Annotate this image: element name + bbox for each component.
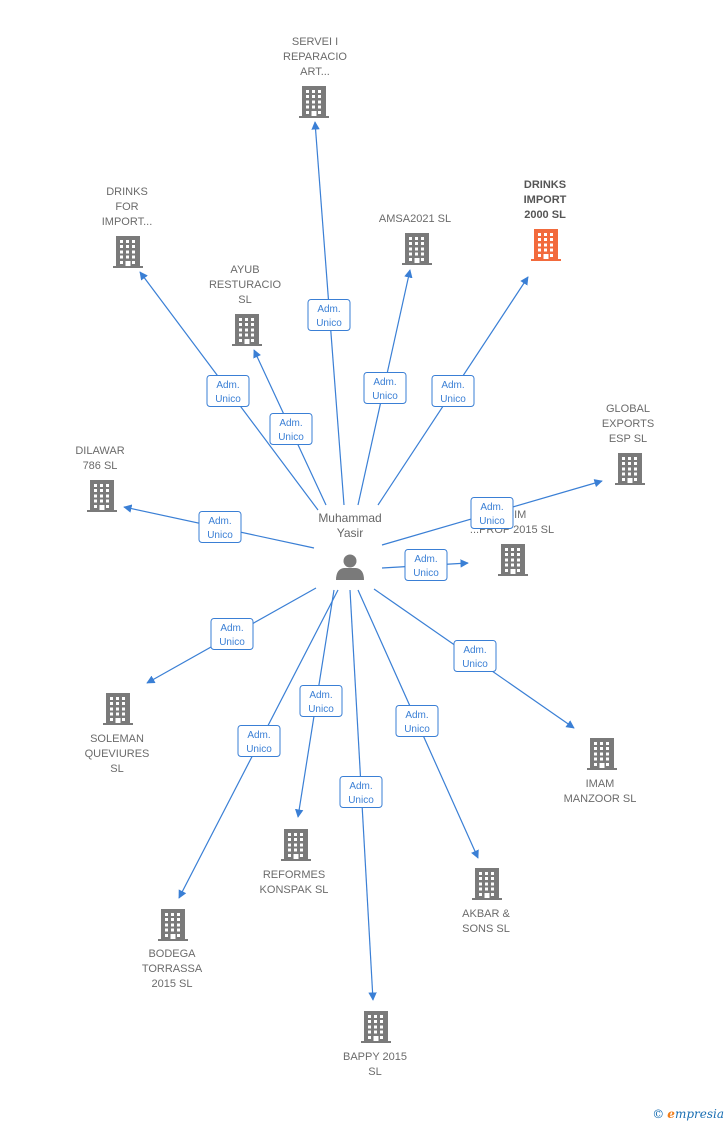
role-badge-servei[interactable]: Adm. Unico	[307, 299, 351, 331]
role-text: Adm.	[317, 304, 340, 315]
role-text: Unico	[440, 394, 466, 405]
role-text: Adm.	[220, 623, 243, 634]
building-icon[interactable]	[103, 693, 133, 725]
role-text: Unico	[413, 568, 439, 579]
role-text: Unico	[219, 637, 245, 648]
role-badge-soleman[interactable]: Adm. Unico	[210, 618, 254, 650]
role-text: Unico	[207, 530, 233, 541]
role-badge-drinks-for[interactable]: Adm. Unico	[206, 375, 250, 407]
role-badge-drinks-import[interactable]: Adm. Unico	[431, 375, 475, 407]
role-badge-dilawar[interactable]: Adm. Unico	[198, 511, 242, 543]
role-text: Adm.	[414, 554, 437, 565]
building-icon[interactable]	[281, 829, 311, 861]
building-icon[interactable]	[158, 909, 188, 941]
building-icon[interactable]	[299, 86, 329, 118]
roles-layer: Adm.UnicoAdm.UnicoAdm.UnicoAdm.UnicoAdm.…	[198, 299, 514, 808]
role-badge-global[interactable]: Adm. Unico	[470, 497, 514, 529]
role-badge-akbar[interactable]: Adm. Unico	[395, 705, 439, 737]
building-icon[interactable]	[587, 738, 617, 770]
building-icon[interactable]	[87, 480, 117, 512]
building-icon[interactable]	[232, 314, 262, 346]
role-text: Unico	[404, 724, 430, 735]
brand-name: mpresia	[674, 1107, 724, 1121]
building-icon[interactable]	[113, 236, 143, 268]
role-text: Unico	[316, 318, 342, 329]
role-text: Adm.	[463, 645, 486, 656]
role-text: Unico	[278, 432, 304, 443]
role-badge-bappy[interactable]: Adm. Unico	[339, 776, 383, 808]
brand-watermark: ©empresia	[652, 1107, 724, 1121]
building-icon[interactable]	[498, 544, 528, 576]
role-text: Adm.	[309, 690, 332, 701]
role-text: Unico	[215, 394, 241, 405]
role-text: Unico	[479, 516, 505, 527]
role-text: Unico	[308, 704, 334, 715]
role-text: Unico	[348, 795, 374, 806]
person-icon[interactable]	[336, 554, 364, 581]
role-text: Adm.	[441, 380, 464, 391]
role-badge-amsa[interactable]: Adm. Unico	[363, 372, 407, 404]
role-text: Adm.	[349, 781, 372, 792]
role-badge-bodega[interactable]: Adm. Unico	[237, 725, 281, 757]
role-text: Adm.	[279, 418, 302, 429]
role-badge-reformes[interactable]: Adm. Unico	[299, 685, 343, 717]
building-icon[interactable]	[361, 1011, 391, 1043]
building-icon[interactable]	[615, 453, 645, 485]
building-icon[interactable]	[402, 233, 432, 265]
brand-initial: e	[667, 1107, 675, 1121]
role-text: Unico	[246, 744, 272, 755]
role-text: Adm.	[405, 710, 428, 721]
company-label-amsa[interactable]: AMSA2021 SL	[379, 213, 451, 225]
role-badge-imam[interactable]: Adm. Unico	[453, 640, 497, 672]
role-badge-ayub[interactable]: Adm. Unico	[269, 413, 313, 445]
edges-layer	[123, 121, 603, 1001]
role-badge-qasim[interactable]: Adm. Unico	[404, 549, 448, 581]
company-label-akbar[interactable]: AKBAR &SONS SL	[462, 908, 510, 935]
role-text: Adm.	[480, 502, 503, 513]
role-text: Unico	[372, 391, 398, 402]
role-text: Unico	[462, 659, 488, 670]
role-text: Adm.	[247, 730, 270, 741]
building-icon[interactable]	[531, 229, 561, 261]
role-text: Adm.	[216, 380, 239, 391]
role-text: Adm.	[208, 516, 231, 527]
role-text: Adm.	[373, 377, 396, 388]
building-icon[interactable]	[472, 868, 502, 900]
copyright-symbol: ©	[652, 1107, 665, 1121]
